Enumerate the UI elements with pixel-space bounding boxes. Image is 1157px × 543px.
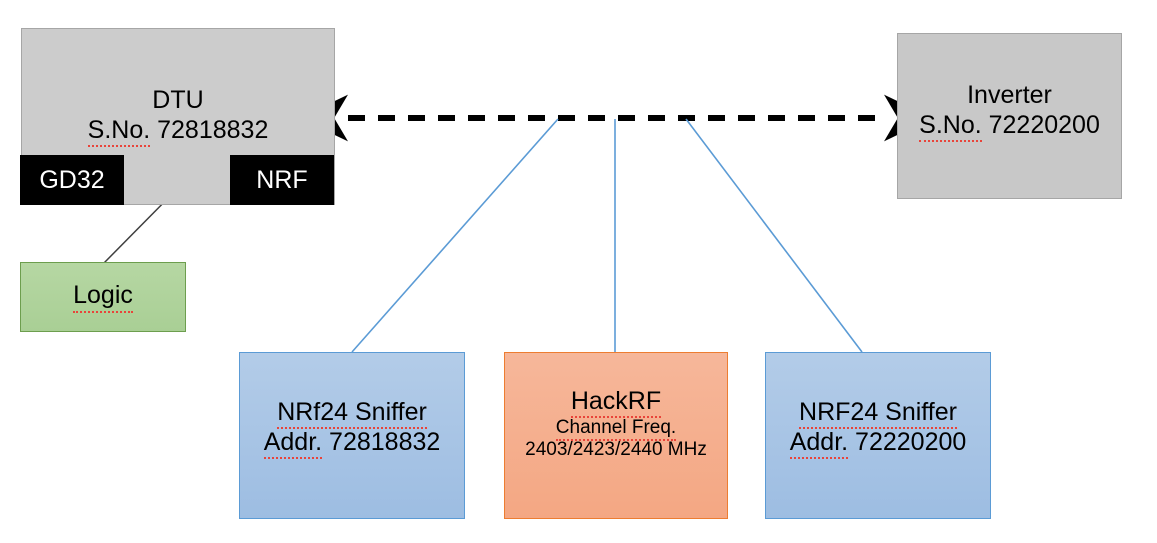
sniffer-left-addr: Addr. 72818832 bbox=[263, 427, 441, 459]
sniffer-left-to-rf-link bbox=[351, 118, 559, 353]
sniffer-left-addr-label: Addr. bbox=[263, 427, 323, 459]
sniffer-left-label: NRf24 Sniffer bbox=[277, 398, 427, 429]
sniffer-right-label: NRF24 Sniffer bbox=[799, 398, 957, 429]
gd32-label: GD32 bbox=[39, 165, 105, 194]
sniffer-left-label-text: NRf24 Sniffer bbox=[277, 398, 427, 429]
dtu-label: DTU bbox=[152, 86, 204, 114]
hackrf-label: HackRF bbox=[570, 387, 662, 419]
nrf-label: NRF bbox=[256, 165, 308, 194]
sniffer-right-label-text: NRF24 Sniffer bbox=[799, 398, 957, 429]
hackrf-node[interactable]: HackRF Channel Freq. 2403/2423/2440 MHz bbox=[504, 352, 728, 519]
dtu-serial-value: 72818832 bbox=[157, 115, 269, 144]
dtu-serial-label: S.No. bbox=[87, 115, 151, 147]
sniffer-right-to-rf-link bbox=[685, 118, 863, 353]
hackrf-label-text: HackRF bbox=[570, 387, 662, 419]
hackrf-channels: 2403/2423/2440 MHz bbox=[525, 439, 707, 461]
nrf-node[interactable]: NRF bbox=[230, 155, 334, 205]
inverter-serial-value: 72220200 bbox=[988, 110, 1100, 139]
sniffer-right-addr: Addr. 72220200 bbox=[789, 427, 967, 459]
nrf24-sniffer-right-node[interactable]: NRF24 Sniffer Addr. 72220200 bbox=[765, 352, 991, 519]
logic-analyzer-node[interactable]: Logic bbox=[20, 262, 186, 332]
gd32-node[interactable]: GD32 bbox=[20, 155, 124, 205]
sniffer-right-addr-label: Addr. bbox=[789, 427, 849, 459]
dtu-serial: S.No. 72818832 bbox=[87, 115, 269, 147]
hackrf-channel-label: Channel Freq. bbox=[555, 416, 677, 441]
sniffer-right-addr-value: 72220200 bbox=[855, 427, 967, 456]
inverter-serial-label: S.No. bbox=[919, 110, 982, 142]
logic-label: Logic bbox=[73, 281, 133, 314]
inverter-serial: S.No. 72220200 bbox=[919, 110, 1100, 142]
inverter-node[interactable]: Inverter S.No. 72220200 bbox=[897, 33, 1122, 199]
inverter-label: Inverter bbox=[967, 81, 1052, 109]
hackrf-channel-label-text: Channel Freq. bbox=[555, 416, 677, 441]
nrf24-sniffer-left-node[interactable]: NRf24 Sniffer Addr. 72818832 bbox=[239, 352, 465, 519]
sniffer-left-addr-value: 72818832 bbox=[329, 427, 441, 456]
